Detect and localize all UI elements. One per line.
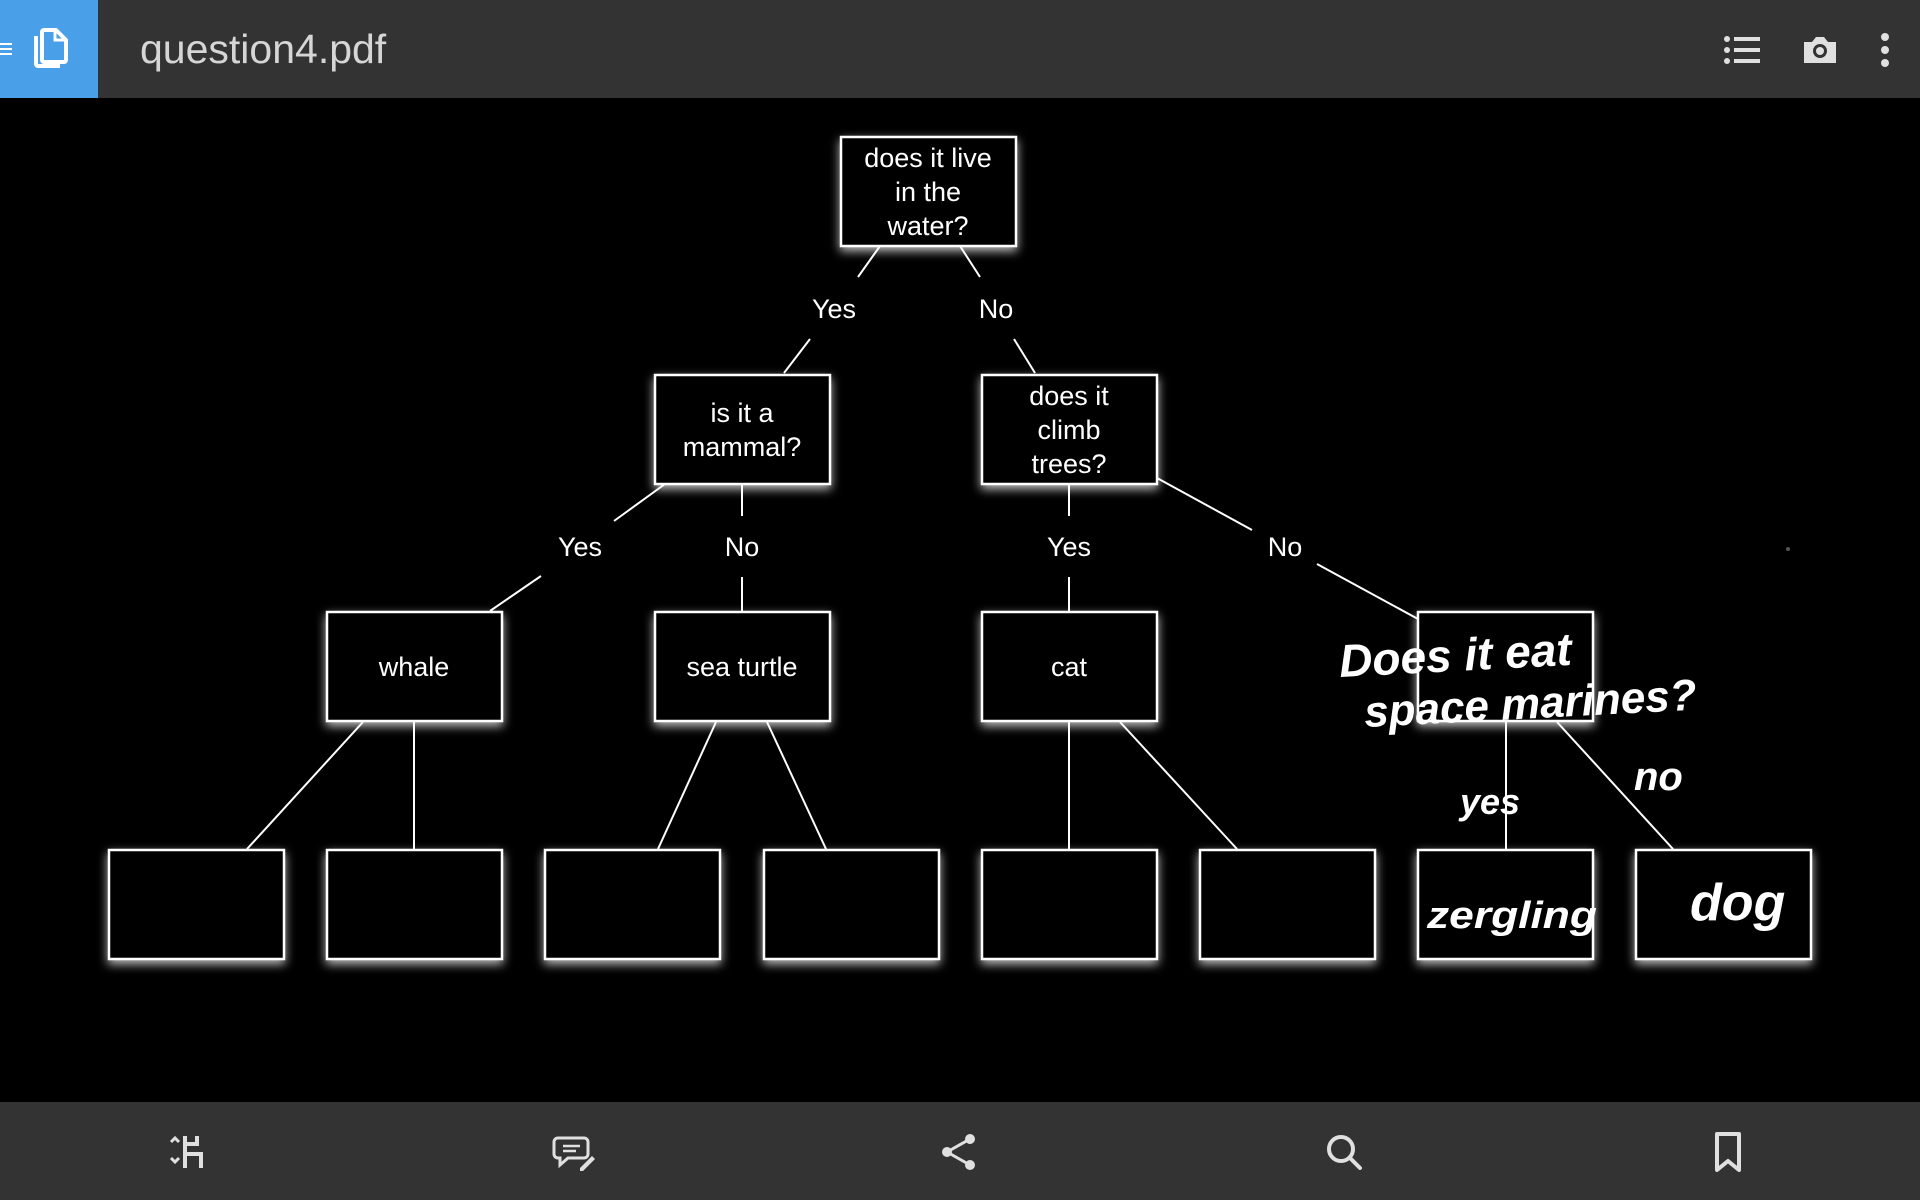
handwritten-yes-label: yes bbox=[1458, 781, 1520, 822]
annotate-comment-icon[interactable] bbox=[552, 1130, 596, 1174]
leaf-box-1 bbox=[107, 848, 286, 961]
climb-no-label: No bbox=[1268, 532, 1303, 562]
bookmark-icon[interactable] bbox=[1706, 1130, 1750, 1174]
climb-question-line2: climb bbox=[1037, 415, 1100, 445]
mammal-question-line2: mammal? bbox=[683, 432, 802, 462]
mammal-question-box bbox=[653, 373, 832, 486]
handwritten-dog-label: dog bbox=[1690, 874, 1785, 932]
stray-dot bbox=[1786, 547, 1790, 551]
whale-label: whale bbox=[378, 652, 450, 682]
whale-box bbox=[325, 610, 504, 723]
share-icon[interactable] bbox=[937, 1130, 981, 1174]
search-icon[interactable] bbox=[1322, 1130, 1366, 1174]
decision-tree-diagram: does it live in the water? Yes No is it … bbox=[107, 135, 1813, 961]
cat-box bbox=[980, 610, 1159, 723]
pdf-page[interactable] bbox=[0, 98, 1920, 1102]
root-question-line1: does it live bbox=[864, 143, 992, 173]
handwritten-zergling-label: zergling bbox=[1426, 895, 1597, 937]
climb-question-box bbox=[980, 373, 1159, 486]
climb-question-line3: trees? bbox=[1031, 449, 1106, 479]
leaf-box-3 bbox=[543, 848, 722, 961]
root-no-label: No bbox=[979, 294, 1014, 324]
mammal-question-line1: is it a bbox=[710, 398, 774, 428]
cat-label: cat bbox=[1051, 652, 1088, 682]
root-question-line2: in the bbox=[895, 177, 961, 207]
tree-connectors bbox=[246, 245, 1674, 850]
climb-question-line1: does it bbox=[1029, 381, 1109, 411]
root-question-line3: water? bbox=[886, 211, 968, 241]
leaf-box-4 bbox=[762, 848, 941, 961]
bottom-toolbar bbox=[0, 1102, 1920, 1200]
handwritten-annotations: Does it eat space marines? yes no zergli… bbox=[1338, 623, 1785, 937]
zergling-box bbox=[1416, 848, 1595, 961]
handwritten-question-line1: Does it eat bbox=[1338, 623, 1575, 687]
list-icon[interactable] bbox=[1722, 30, 1762, 70]
root-question-box bbox=[839, 135, 1018, 248]
mammal-yes-label: Yes bbox=[558, 532, 602, 562]
fit-page-icon[interactable] bbox=[167, 1130, 211, 1174]
climb-yes-label: Yes bbox=[1047, 532, 1091, 562]
mammal-no-label: No bbox=[725, 532, 760, 562]
leaf-box-6 bbox=[1198, 848, 1377, 961]
camera-icon[interactable] bbox=[1800, 30, 1840, 70]
document-title: question4.pdf bbox=[140, 26, 387, 72]
sea-turtle-box bbox=[653, 610, 832, 723]
root-yes-label: Yes bbox=[812, 294, 856, 324]
handwritten-no-label: no bbox=[1634, 755, 1683, 799]
top-app-bar: question4.pdf bbox=[0, 0, 1920, 98]
space-marines-question-box bbox=[1416, 610, 1595, 723]
more-vertical-icon[interactable] bbox=[1870, 30, 1900, 70]
leaf-box-2 bbox=[325, 848, 504, 961]
sea-turtle-label: sea turtle bbox=[686, 652, 797, 682]
dog-box bbox=[1634, 848, 1813, 961]
document-switcher-button[interactable] bbox=[0, 0, 98, 98]
leaf-box-5 bbox=[980, 848, 1159, 961]
document-icon bbox=[34, 28, 68, 68]
menu-icon bbox=[0, 43, 12, 55]
